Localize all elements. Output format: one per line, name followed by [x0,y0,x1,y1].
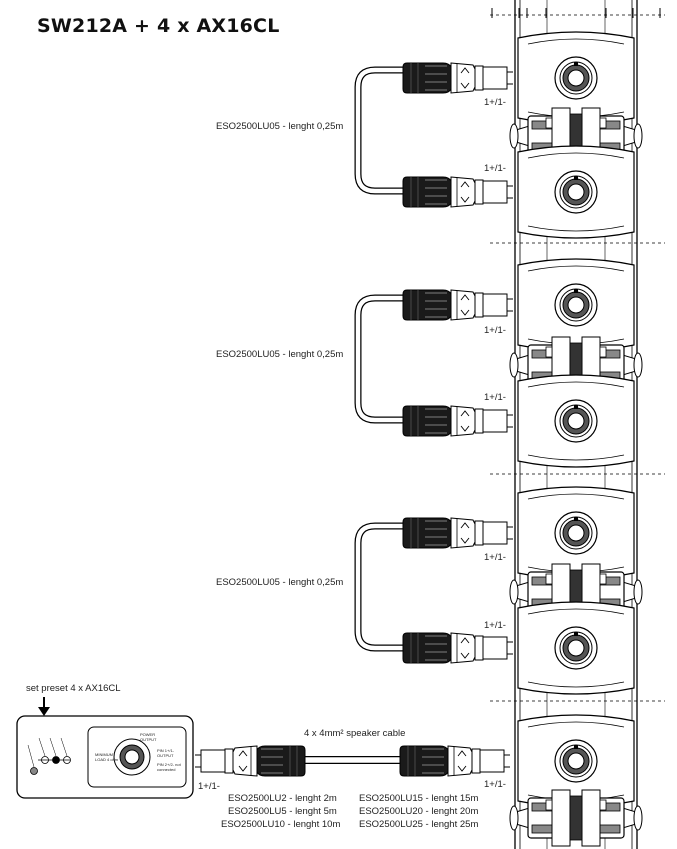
amp-output-socket [113,738,151,776]
cable-option: ESO2500LU20 - lenght 20m [359,806,479,817]
cabinet-2-socket-b [518,259,634,351]
cable-option: ESO2500LU15 - lenght 15m [359,793,479,804]
polarity-label: 1+/1- [484,325,506,336]
cabinet-1-top-socket [518,32,634,124]
jumper-cable-2 [354,289,514,437]
jumper-cable-3 [354,517,514,664]
cable-option: ESO2500LU5 - lenght 5m [228,806,337,817]
cabinet-2-socket-a [518,146,634,238]
preset-arrow [38,697,50,716]
polarity-label: 1+/1- [484,392,506,403]
cable-option: ESO2500LU25 - lenght 25m [359,819,479,830]
preset-selector [27,737,71,775]
polarity-label: 1+/1- [484,620,506,631]
cabinet-4-socket-a [518,602,634,694]
jumper-cable-3-label: ESO2500LU05 - lenght 0,25m [216,577,344,588]
polarity-label: 1+/1- [484,552,506,563]
speaker-cable-label: 4 x 4mm² speaker cable [304,728,406,739]
polarity-label: 1+/1- [484,779,506,790]
cabinet-3-socket-a [518,375,634,467]
cable-option: ESO2500LU10 - lenght 10m [221,819,341,830]
amp-pin1-label: PIN 1+/1- OUTPUT [157,748,175,758]
rigging-bracket-4 [509,789,643,847]
jumper-cable-1-label: ESO2500LU05 - lenght 0,25m [216,121,344,132]
amp-output-label: POWER OUTPUT [140,732,157,742]
amplifier-panel [16,715,194,799]
cable-option: ESO2500LU2 - lenght 2m [228,793,337,804]
speaker-cable [195,745,511,777]
diagram-title: SW212A + 4 x AX16CL [37,15,280,37]
amp-pin2-label: PIN 2+/2- not connected [157,762,181,772]
amp-minimum-label: MINIMUM LOAD 4 ohm [95,752,119,762]
cabinet-3-socket-b [518,487,634,579]
polarity-label: 1+/1- [484,163,506,174]
polarity-label: 1+/1- [484,97,506,108]
cabinet-4-socket-b [518,715,634,807]
jumper-cable-1 [354,62,514,208]
polarity-label: 1+/1- [198,781,220,792]
preset-label: set preset 4 x AX16CL [26,683,121,694]
jumper-cable-2-label: ESO2500LU05 - lenght 0,25m [216,349,344,360]
